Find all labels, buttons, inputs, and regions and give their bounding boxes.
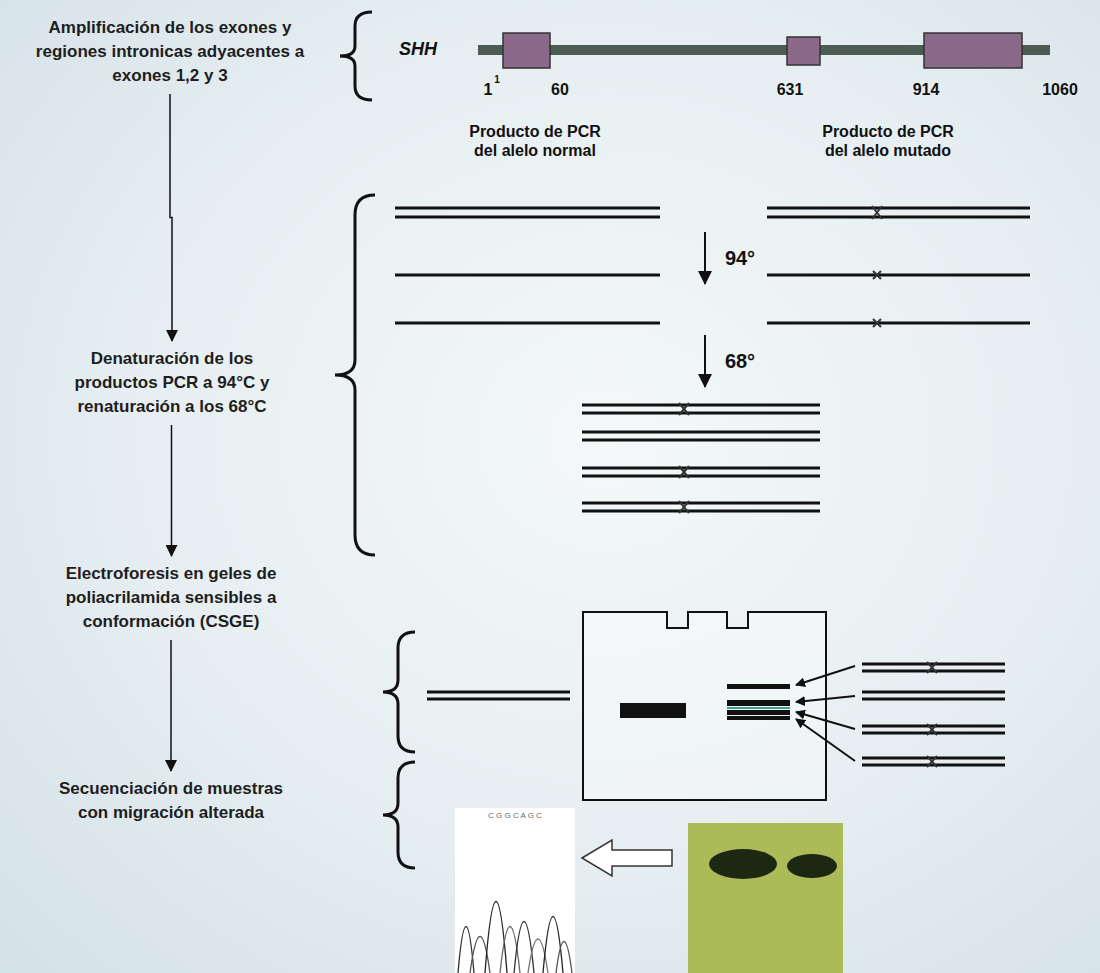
position-number: 1 — [484, 80, 493, 99]
step-text: Amplificación de los exones y regiones i… — [34, 16, 306, 88]
step-box: Electroforesis en geles de poliacrilamid… — [40, 560, 302, 636]
step-box: Amplificación de los exones y regiones i… — [30, 14, 310, 90]
hollow-arrow — [582, 840, 672, 876]
position-number: 60 — [551, 80, 569, 99]
step-box: Denaturación de los productos PCR a 94°C… — [58, 345, 286, 421]
gene-map — [478, 33, 1050, 68]
step-text: Secuenciación de muestras con migración … — [59, 777, 283, 825]
superscript-number: 1 — [494, 74, 500, 86]
position-number: 1060 — [1042, 80, 1078, 99]
flow-arrow — [170, 640, 172, 771]
product-heading: Producto de PCR del alelo mutado — [812, 122, 964, 160]
gel-photo — [688, 823, 843, 973]
product-heading: Producto de PCR del alelo normal — [459, 122, 611, 160]
step-text: Electroforesis en geles de poliacrilamid… — [44, 562, 298, 634]
position-number: 914 — [913, 80, 940, 99]
position-number: 631 — [777, 80, 804, 99]
braces — [335, 12, 415, 868]
flow-arrow — [171, 425, 173, 556]
chromatogram — [455, 808, 575, 973]
temperature-arrows — [704, 232, 706, 387]
gel — [583, 612, 826, 800]
band-pointers — [796, 666, 855, 761]
base-letters: C G G C A G C — [488, 811, 542, 821]
gene-name: SHH — [399, 38, 437, 60]
temperature-label: 68° — [725, 349, 755, 373]
flow-arrow — [170, 94, 172, 341]
temperature-label: 94° — [725, 246, 755, 270]
step-box: Secuenciación de muestras con migración … — [55, 775, 287, 827]
step-text: Denaturación de los productos PCR a 94°C… — [62, 347, 282, 419]
